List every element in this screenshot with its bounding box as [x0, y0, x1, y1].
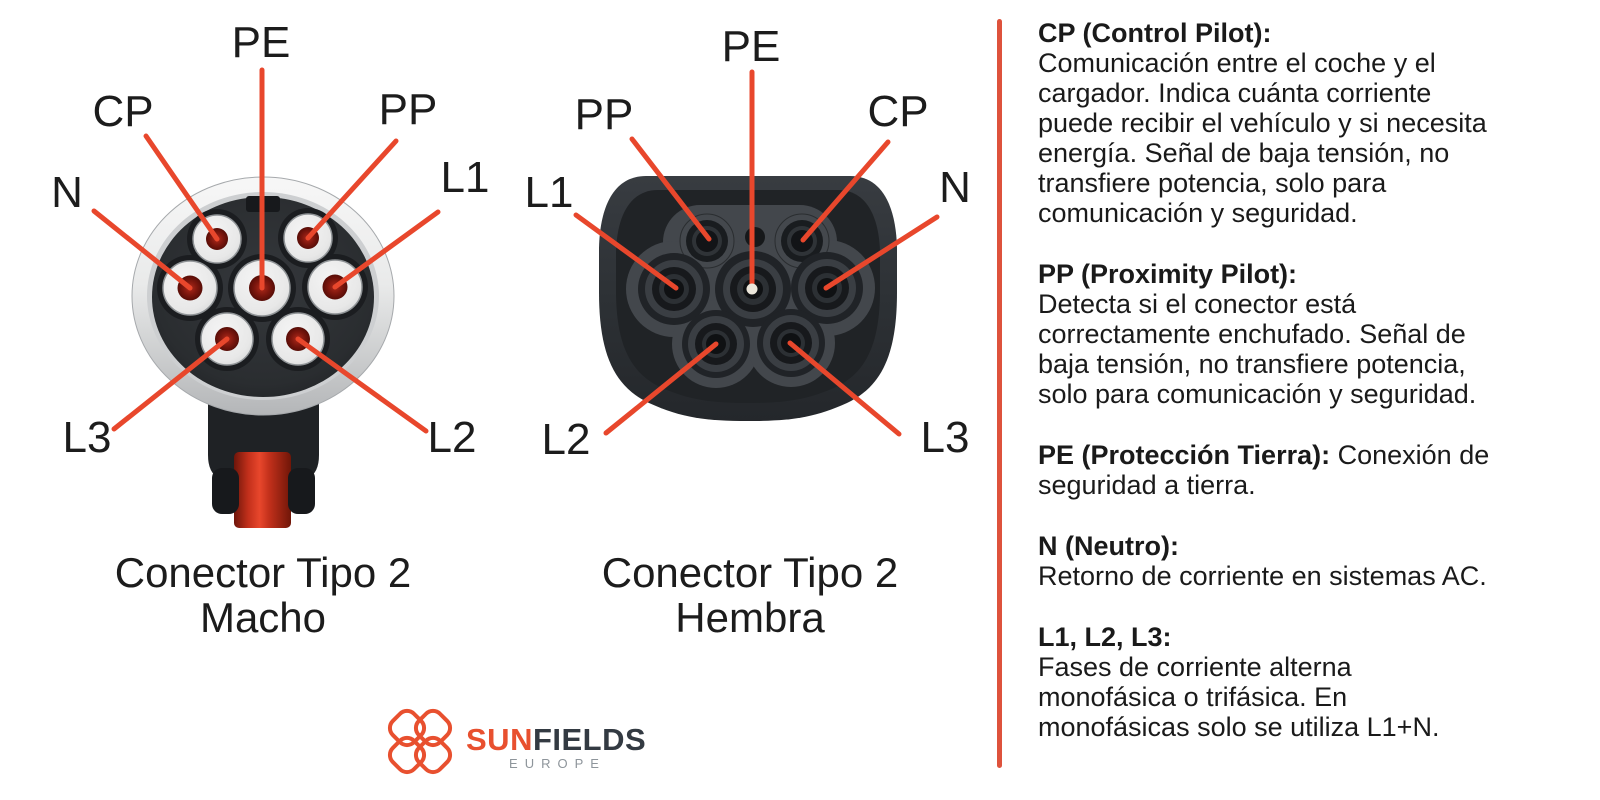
pe-contact-dot [746, 283, 758, 295]
female-pin-label-l3: L3 [920, 413, 970, 462]
logo-brand-secondary: FIELDS [532, 722, 647, 757]
legend-body-n: Retorno de corriente en sistemas AC. [1038, 561, 1487, 591]
sunfields-flower-icon [387, 708, 453, 775]
legend-paragraph-l123: L1, L2, L3:Fases de corriente alterna mo… [1038, 622, 1594, 742]
legend-heading-pe: PE (Protección Tierra): [1038, 440, 1331, 470]
legend-paragraph-pe: PE (Protección Tierra): Conexión de segu… [1038, 440, 1594, 500]
legend-heading-cp: CP (Control Pilot): [1038, 18, 1272, 48]
male-pin-label-l1: L1 [440, 153, 490, 202]
legend-body-pp: Detecta si el conector está correctament… [1038, 289, 1477, 409]
male-pin-label-n: N [51, 168, 83, 217]
legend-heading-l123: L1, L2, L3: [1038, 622, 1172, 652]
female-connector-graphic [573, 69, 940, 437]
logo-subtitle: EUROPE [509, 756, 606, 771]
legend-body-cp: Comunicación entre el coche y el cargado… [1038, 48, 1487, 228]
divider-line [997, 19, 1002, 768]
legend-heading-pp: PP (Proximity Pilot): [1038, 259, 1298, 289]
male-connector-graphic [91, 67, 441, 528]
female-connector-caption: Conector Tipo 2 Hembra [601, 549, 899, 641]
female-leader-lines [573, 69, 940, 437]
sunfields-wordmark: SUNFIELDS [466, 724, 646, 755]
female-pin-label-l1: L1 [524, 168, 574, 217]
female-pin-label-pp: PP [574, 90, 634, 139]
legend-paragraph-n: N (Neutro):Retorno de corriente en siste… [1038, 531, 1594, 591]
female-pin-label-cp: CP [867, 87, 929, 136]
logo-brand-primary: SUN [466, 722, 533, 757]
male-pin-label-l3: L3 [62, 413, 112, 462]
female-pin-label-n: N [939, 163, 971, 212]
legend-paragraph-cp: CP (Control Pilot):Comunicación entre el… [1038, 18, 1594, 228]
male-pin-label-cp: CP [92, 87, 154, 136]
male-leader-lines [91, 67, 441, 434]
legend-paragraph-pp: PP (Proximity Pilot):Detecta si el conec… [1038, 259, 1594, 409]
female-pin-label-l2: L2 [541, 415, 591, 464]
male-pin-label-pe: PE [231, 18, 291, 67]
pin-legend: CP (Control Pilot):Comunicación entre el… [1038, 18, 1594, 773]
legend-body-l123: Fases de corriente alterna monofásica o … [1038, 652, 1440, 742]
legend-heading-n: N (Neutro): [1038, 531, 1179, 561]
red-cable [234, 452, 291, 528]
male-connector-caption: Conector Tipo 2 Macho [114, 549, 412, 641]
legend-body-pe: Conexión de seguridad a tierra. [1038, 440, 1490, 500]
male-pin-label-l2: L2 [427, 413, 477, 462]
type2-connectors-illustration [91, 67, 940, 528]
female-pin-label-pe: PE [721, 22, 781, 71]
male-pin-label-pp: PP [378, 85, 438, 134]
